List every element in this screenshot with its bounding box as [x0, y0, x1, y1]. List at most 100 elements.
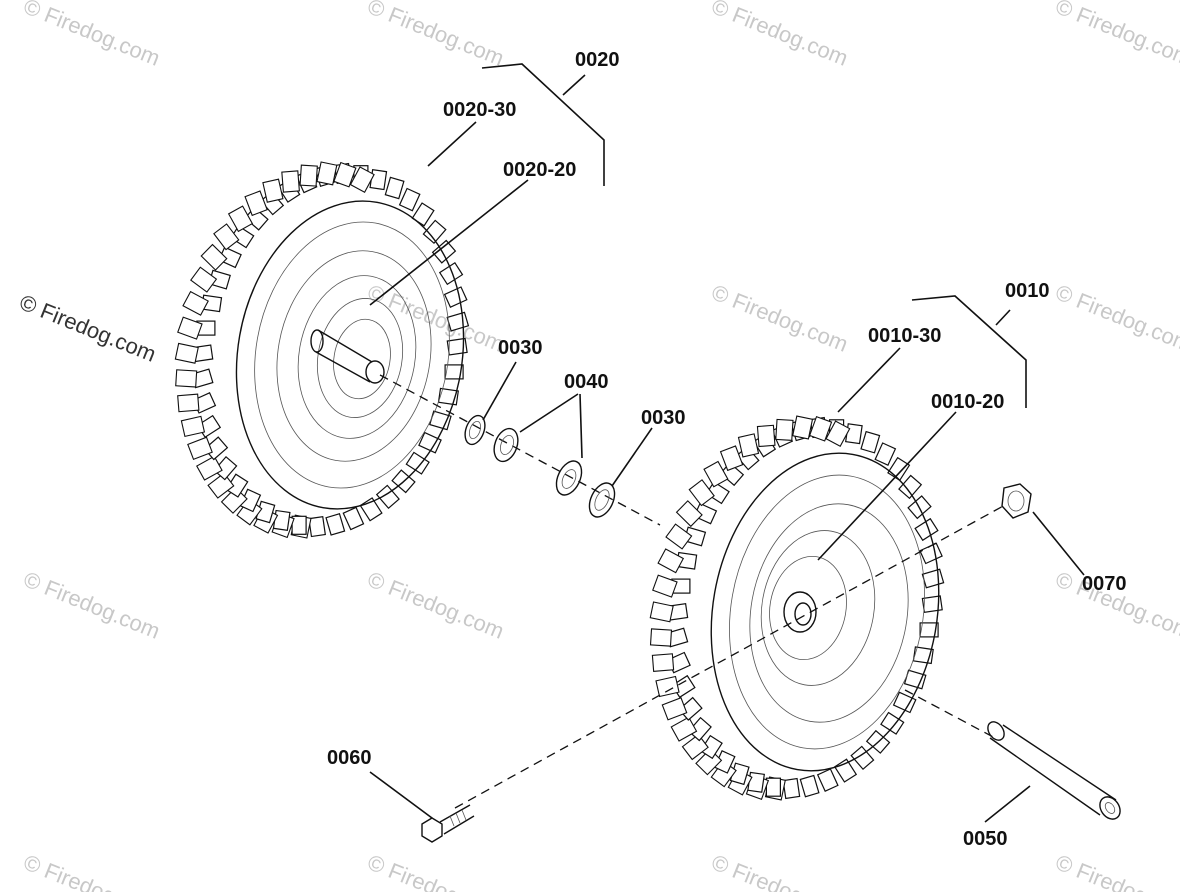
- tread-block: [438, 262, 464, 286]
- tread-block: [429, 410, 452, 431]
- tread-block: [325, 513, 346, 536]
- tread-lug: [177, 393, 200, 413]
- tread-lug: [316, 161, 338, 186]
- watermark-text: © Firedog.com: [1052, 849, 1180, 892]
- tread-lug: [299, 164, 318, 187]
- left-tire-tread: [174, 161, 470, 539]
- tread-block: [921, 568, 945, 589]
- watermark-text: © Firedog.com: [20, 0, 163, 71]
- tread-block: [874, 442, 897, 466]
- tread-block: [705, 481, 730, 505]
- label-0040: 0040: [564, 371, 609, 393]
- tread-lug: [220, 486, 248, 514]
- label-0030-right: 0030: [641, 407, 686, 429]
- tread-lug: [175, 369, 198, 388]
- tread-block: [398, 187, 421, 212]
- tread-block: [747, 771, 765, 793]
- tread-lug: [182, 290, 209, 316]
- watermark-text: © Firedog.com: [20, 566, 163, 643]
- tread-lug: [652, 574, 678, 598]
- tread-lug: [825, 420, 851, 448]
- left-wheel: [174, 161, 470, 539]
- tread-lug: [737, 433, 760, 458]
- tread-lug: [670, 716, 698, 742]
- hex-nut-0070: [1001, 483, 1032, 519]
- tread-lug: [187, 436, 213, 461]
- right-wheel: [649, 415, 945, 801]
- tread-block: [880, 711, 905, 735]
- tread-block: [230, 225, 255, 249]
- tread-block: [272, 509, 291, 531]
- label-0010: 0010: [1005, 280, 1050, 302]
- tread-block: [850, 745, 875, 771]
- tread-block: [921, 595, 943, 613]
- tread-lug: [244, 190, 268, 217]
- tread-block: [369, 169, 388, 191]
- tread-block: [860, 430, 881, 454]
- tread-block: [384, 176, 405, 200]
- watermark-text: © Firedog.com: [364, 849, 507, 892]
- tread-lug: [227, 205, 254, 233]
- tread-lug: [681, 733, 709, 761]
- tread-lug: [281, 170, 300, 193]
- tread-block: [782, 777, 801, 800]
- right-wheel-hub: [783, 591, 817, 633]
- washer-0030-right: [588, 482, 616, 518]
- tread-lug: [703, 460, 729, 488]
- tread-block: [833, 758, 858, 783]
- tread-block: [816, 768, 839, 792]
- tread-lug: [695, 748, 723, 776]
- tread-block: [308, 516, 326, 538]
- watermark-text: © Firedog.com: [708, 849, 851, 892]
- tread-lug: [649, 628, 673, 647]
- tread-lug: [808, 415, 833, 442]
- tread-block: [799, 774, 820, 798]
- watermark-text: © Firedog.com: [364, 0, 507, 71]
- tread-lug: [207, 472, 235, 499]
- tread-block: [887, 456, 911, 482]
- tread-lug: [792, 415, 814, 440]
- tread-lug: [349, 166, 375, 193]
- watermark-text: © Firedog.com: [364, 279, 507, 356]
- tread-lug: [775, 418, 794, 441]
- tread-lug: [756, 424, 776, 448]
- tube-0050: [987, 721, 1121, 820]
- label-0010-20: 0010-20: [931, 391, 1004, 413]
- label-0020-20: 0020-20: [503, 159, 576, 181]
- tread-block: [375, 484, 400, 510]
- tread-lug: [665, 523, 693, 550]
- tread-lug: [661, 697, 688, 721]
- tread-lug: [174, 342, 199, 364]
- tread-lug: [675, 500, 703, 528]
- watermark-text: © Firedog.com: [708, 279, 851, 356]
- tread-lug: [180, 415, 206, 438]
- tread-lug: [262, 178, 284, 203]
- tread-block: [213, 455, 238, 481]
- watermark-text: © Firedog.com: [1052, 279, 1180, 356]
- watermark-text: © Firedog.com: [1052, 0, 1180, 71]
- tread-lug: [655, 675, 680, 698]
- label-0060: 0060: [327, 747, 372, 769]
- leader-lines: [369, 63, 1085, 823]
- left-wheel-axle: [315, 329, 373, 383]
- tread-block: [892, 691, 917, 714]
- tread-block: [405, 451, 430, 475]
- bolt-0060: [421, 804, 475, 843]
- assembly-centerlines: [379, 374, 1006, 809]
- tread-lug: [333, 161, 357, 188]
- tread-lug: [200, 243, 228, 271]
- tread-lug: [196, 455, 223, 481]
- label-0030-left: 0030: [498, 337, 543, 359]
- label-0050: 0050: [963, 828, 1008, 850]
- tread-lug: [688, 479, 715, 507]
- tread-block: [687, 716, 712, 742]
- tread-lug: [657, 548, 685, 574]
- tread-block: [203, 436, 229, 461]
- washer-0030-left: [464, 414, 486, 446]
- right-tire-tread: [649, 415, 945, 801]
- part-labels: 0020 0020-30 0020-20 0030 0040 0030 0010…: [327, 49, 1127, 850]
- watermark-text: © Firedog.com: [708, 0, 851, 71]
- tread-block: [431, 239, 457, 264]
- tread-block: [845, 423, 863, 445]
